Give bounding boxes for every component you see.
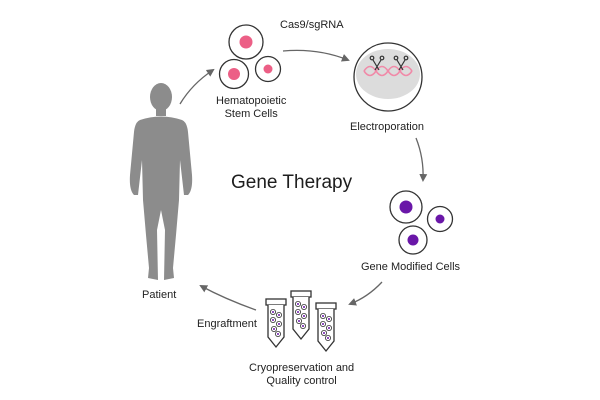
tube-cell-nucleus (303, 315, 305, 317)
label-cryo: Cryopreservation and Quality control (249, 362, 354, 388)
label-stem-cells: Hematopoietic Stem Cells (216, 95, 286, 121)
patient-silhouette-icon (129, 83, 193, 280)
arrow-cryo-to-patient (199, 285, 257, 311)
arrow-patient-to-stem (179, 68, 215, 105)
label-line: Hematopoietic (216, 95, 287, 107)
tube-cell-nucleus (322, 315, 324, 317)
label-engraftment: Engraftment (197, 318, 257, 330)
tube-cell-nucleus (327, 337, 329, 339)
electroporation-icon (353, 42, 423, 112)
stem-cells-icon (218, 24, 282, 90)
tube-cells (269, 300, 332, 341)
dna-strand (363, 65, 413, 77)
arrow-stem-to-electro (282, 49, 350, 62)
tube-cell-nucleus (323, 332, 325, 334)
label-line: Quality control (266, 375, 337, 387)
tube-cell-nucleus (297, 311, 299, 313)
tube-cell-nucleus (328, 318, 330, 320)
label-line: Cryopreservation and (249, 362, 355, 374)
modified-cells-icon (389, 190, 454, 255)
label-electroporation: Electroporation (350, 121, 424, 133)
scissors-icon (369, 55, 409, 71)
tube-cell-nucleus (272, 311, 274, 313)
label-line: Stem Cells (224, 108, 278, 120)
tube-cell-nucleus (298, 320, 300, 322)
tube-cell-nucleus (273, 328, 275, 330)
tube-cell-nucleus (277, 333, 279, 335)
tube-cell-nucleus (272, 319, 274, 321)
arrow-electro-to-modified (415, 137, 428, 182)
tube-cell-nucleus (278, 314, 280, 316)
arrow-modified-to-cryo (348, 281, 383, 306)
tube-cell-nucleus (302, 325, 304, 327)
tube (290, 290, 312, 341)
tube-cell-nucleus (322, 323, 324, 325)
label-cas9: Cas9/sgRNA (280, 19, 344, 31)
tube-cell-nucleus (278, 323, 280, 325)
stem-nucleus (239, 35, 253, 49)
tube (315, 302, 337, 353)
diagram-title: Gene Therapy (231, 172, 353, 193)
tube (265, 298, 287, 349)
label-patient: Patient (142, 289, 177, 301)
tube-cell-nucleus (303, 306, 305, 308)
tube-cell-nucleus (328, 327, 330, 329)
label-modified-cells: Gene Modified Cells (361, 261, 461, 273)
tube-cell-nucleus (297, 303, 299, 305)
